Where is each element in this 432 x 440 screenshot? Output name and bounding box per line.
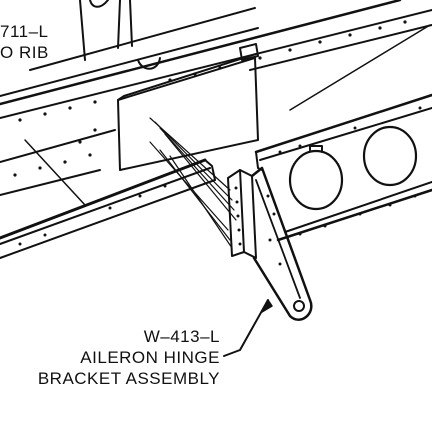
hinge-bracket-description-line1: AILERON HINGE bbox=[80, 348, 220, 367]
lower-spar-strip-end bbox=[204, 159, 216, 181]
aileron-spar-bottom-inner bbox=[284, 181, 432, 233]
spar-rivet-row bbox=[13, 20, 407, 177]
lower-spar-strip-bottom bbox=[0, 179, 216, 259]
spar-web-top bbox=[0, 129, 116, 163]
leader-line bbox=[223, 299, 269, 357]
upper-tab bbox=[239, 43, 259, 61]
projection-lines bbox=[149, 117, 237, 249]
lower-spar-strip bbox=[0, 158, 207, 240]
spar-web-long-line bbox=[249, 24, 432, 71]
hinge-angle-rivets bbox=[234, 186, 242, 246]
aileron-spar-top-inner bbox=[259, 107, 432, 161]
upper-rib-top-edge-inner bbox=[0, 27, 259, 97]
rib-diagonal-2 bbox=[289, 24, 431, 111]
doubler-plate bbox=[117, 57, 259, 171]
aileron-hole-right bbox=[362, 125, 418, 187]
hinge-bracket-description-line2: BRACKET ASSEMBLY bbox=[37, 369, 220, 388]
upper-rib-lightening-hole bbox=[137, 57, 161, 70]
aileron-spar-bottom bbox=[276, 188, 432, 242]
hinge-bracket-rivets bbox=[266, 194, 282, 266]
aileron-hole-left bbox=[288, 149, 344, 211]
aileron-spar-top bbox=[254, 93, 432, 154]
hinge-angle-side bbox=[239, 169, 257, 259]
aileron-hole-notch bbox=[309, 145, 323, 153]
aileron-spar-rivets bbox=[278, 106, 422, 236]
rib-diagonal-1 bbox=[24, 139, 86, 206]
hinge-bracket-part-number: W–413–L bbox=[143, 327, 220, 346]
rib-part-description: O RIB bbox=[0, 43, 49, 62]
hinge-bracket-label: W–413–L AILERON HINGE BRACKET ASSEMBLY bbox=[38, 327, 220, 390]
lower-strip-rivets bbox=[18, 184, 167, 246]
upper-rib-curve bbox=[89, 0, 109, 8]
lower-spar-strip-edge bbox=[0, 167, 211, 245]
hinge-bracket-arm bbox=[250, 166, 313, 321]
rib-part-label: 711–L O RIB bbox=[0, 22, 49, 64]
hinge-angle-front bbox=[227, 169, 245, 257]
hinge-bracket-pivot-hole bbox=[293, 300, 305, 312]
upper-rib-vertical-flange bbox=[79, 0, 133, 61]
rib-diagonal-3 bbox=[0, 169, 101, 196]
doubler-plate-flange bbox=[117, 53, 257, 101]
upper-rib-top-edge bbox=[29, 7, 256, 71]
spar-upper-flange-lower-edge bbox=[0, 9, 432, 119]
rib-part-number: 711–L bbox=[0, 22, 49, 41]
spar-upper-flange bbox=[0, 0, 402, 106]
hinge-bracket-arm-inner bbox=[255, 179, 301, 299]
leader-arrowhead bbox=[261, 299, 273, 313]
